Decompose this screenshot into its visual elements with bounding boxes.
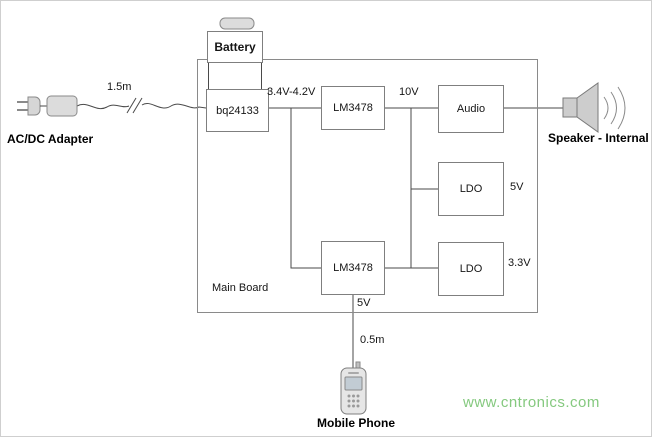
cable-break-icon (126, 97, 143, 114)
phone-caption: Mobile Phone (317, 416, 395, 430)
charger-label: bq24133 (216, 104, 259, 117)
cable-break-slash-2 (132, 97, 143, 114)
boost-top-block: LM3478 (321, 86, 385, 130)
adapter-cable-segment-2 (141, 103, 207, 109)
ldo-bottom-block: LDO (438, 242, 504, 296)
battery-cell-shape (219, 17, 255, 30)
plug-body (27, 96, 41, 116)
main-board-outline (197, 59, 538, 313)
battery-box: Battery (207, 31, 263, 63)
speaker-cone (576, 82, 599, 133)
boost-rail-label: 10V (399, 86, 419, 98)
ldo-bottom-rail-label: 3.3V (508, 257, 531, 269)
adapter-body (46, 95, 78, 117)
watermark: www.cntronics.com (463, 394, 600, 411)
adapter-cable-length-label: 1.5m (107, 81, 132, 93)
boost-bottom-block: LM3478 (321, 241, 385, 295)
speaker-driver (562, 97, 578, 118)
phone-earpiece (348, 372, 359, 374)
ldo-top-label: LDO (459, 183, 483, 195)
sound-wave-3 (617, 86, 626, 130)
boost-top-label: LM3478 (333, 102, 373, 114)
speaker-caption: Speaker - Internal (548, 131, 649, 145)
audio-label: Audio (456, 103, 486, 115)
ldo-top-rail-label: 5V (510, 181, 524, 193)
cable-break-slash-1 (126, 97, 137, 114)
sound-wave-2 (610, 91, 617, 125)
ldo-top-block: LDO (438, 162, 504, 216)
adapter-caption: AC/DC Adapter (7, 132, 94, 146)
phone-icon (340, 361, 367, 415)
phone-keypad (347, 394, 360, 408)
battery-label: Battery (214, 40, 256, 54)
sound-wave-1 (603, 96, 609, 120)
main-board-label: Main Board (212, 282, 269, 294)
sound-waves-icon (603, 86, 626, 130)
speaker-icon (562, 82, 599, 133)
plug-icon (17, 96, 47, 116)
boost-bottom-label: LM3478 (333, 262, 373, 274)
wire-charger-to-boost-bottom (290, 108, 321, 269)
adapter-icon (46, 95, 78, 117)
adapter-cable-segment-1 (76, 103, 130, 110)
phone-screen (344, 376, 363, 391)
charger-block: bq24133 (206, 89, 269, 132)
battery-icon (219, 17, 255, 30)
ldo-bottom-label: LDO (459, 263, 483, 275)
phone-rail-label: 5V (357, 297, 371, 309)
audio-block: Audio (438, 85, 504, 133)
phone-cable-length-label: 0.5m (360, 334, 385, 346)
battery-rail-label: 3.4V-4.2V (267, 86, 316, 98)
